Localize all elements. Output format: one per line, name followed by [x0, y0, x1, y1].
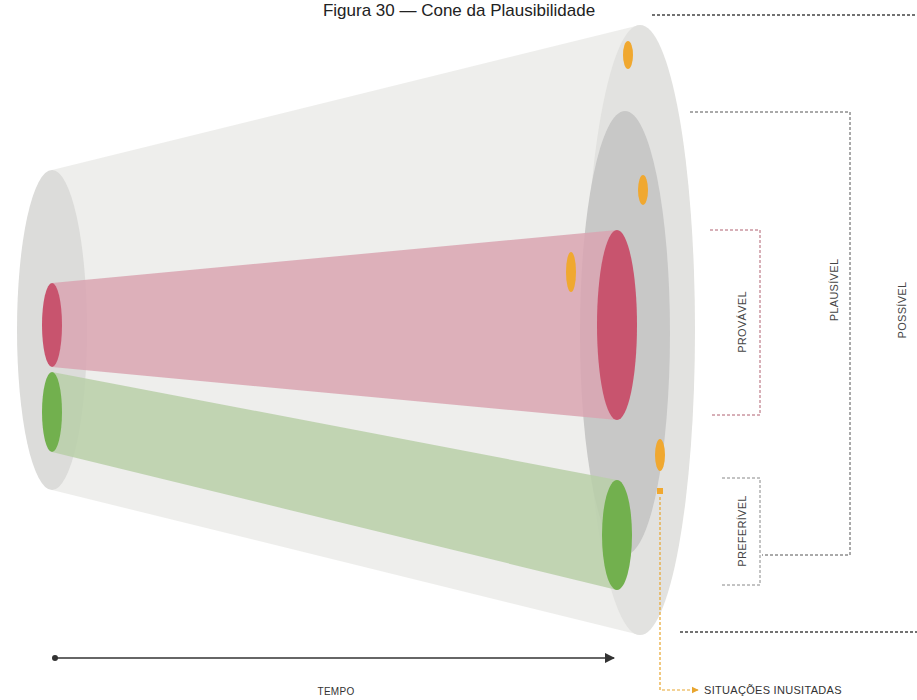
- possible-bracket: [652, 15, 917, 632]
- probable-bracket: [710, 230, 760, 415]
- plausible-label: PLAUSÍVEL: [828, 259, 840, 322]
- preferable-label: PREFERÍVEL: [736, 495, 748, 566]
- wildcard-leader: [660, 497, 698, 690]
- preferable-end: [602, 480, 632, 590]
- wildcard-label: SITUAÇÕES INUSITADAS: [704, 684, 842, 696]
- probable-label: PROVÁVEL: [736, 291, 748, 353]
- time-label: TEMPO: [317, 686, 354, 697]
- preferable-bracket: [722, 478, 760, 585]
- probable-start: [42, 283, 62, 367]
- preferable-band: [52, 372, 617, 590]
- possible-label: POSSÍVEL: [896, 282, 908, 339]
- possible-cone: [52, 25, 640, 635]
- probable-end: [597, 230, 637, 420]
- wildcard-dots: [566, 41, 665, 494]
- time-axis: [55, 657, 614, 659]
- preferable-start: [42, 372, 62, 452]
- figure-title: Figura 30 — Cone da Plausibilidade: [323, 1, 595, 21]
- plausible-bracket: [690, 112, 850, 555]
